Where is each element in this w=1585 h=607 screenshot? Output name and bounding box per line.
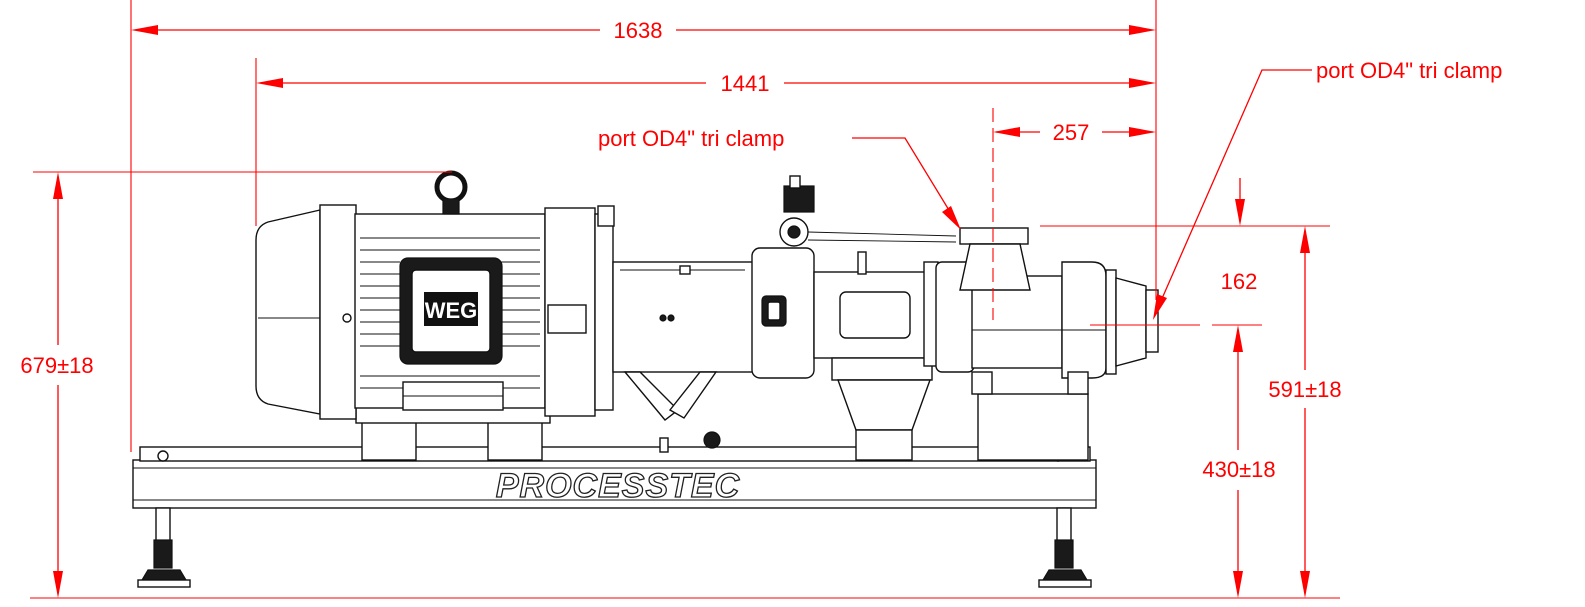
- coupling-housing: [612, 261, 754, 453]
- dim-679: 679±18: [20, 353, 93, 378]
- dim-591: 591±18: [1268, 377, 1341, 402]
- dim-430: 430±18: [1202, 457, 1275, 482]
- dim-frame-length: 1441: [256, 71, 1156, 96]
- dim-1638: 1638: [614, 18, 663, 43]
- frame-logo: PROCESSTEC: [496, 467, 740, 505]
- foot-left: [137, 507, 191, 588]
- dim-257: 257: [1053, 120, 1090, 145]
- dim-port-height: 591±18: [1268, 226, 1342, 598]
- weg-logo: WEG: [424, 292, 478, 326]
- pump-skid-drawing: PROCESSTEC: [132, 170, 1159, 588]
- dimension-lines: 1638 1441 257 679±18: [20, 0, 1502, 599]
- dim-overall-height: 679±18: [20, 172, 94, 598]
- foot-right: [1038, 507, 1092, 588]
- solenoid-valve: [779, 175, 957, 247]
- motor-logo-text: WEG: [425, 298, 478, 323]
- callout-port-top: port OD4" tri clamp: [598, 126, 961, 230]
- gearbox: [751, 247, 939, 461]
- dim-1441: 1441: [721, 71, 770, 96]
- dim-162: 162: [1221, 269, 1258, 294]
- lifting-eye: [434, 170, 468, 215]
- electric-motor: WEG: [255, 204, 615, 420]
- callout-port-side-label: port OD4" tri clamp: [1316, 58, 1502, 83]
- pump-head: [935, 227, 1159, 461]
- dim-port-height-diff: 162: [1221, 178, 1258, 598]
- dim-port-offset: 257: [993, 120, 1156, 145]
- dim-overall-length: 1638: [131, 18, 1156, 43]
- motor-cooling-fins: [360, 237, 540, 389]
- callout-port-top-label: port OD4" tri clamp: [598, 126, 784, 151]
- callout-port-side: port OD4" tri clamp: [1153, 58, 1502, 320]
